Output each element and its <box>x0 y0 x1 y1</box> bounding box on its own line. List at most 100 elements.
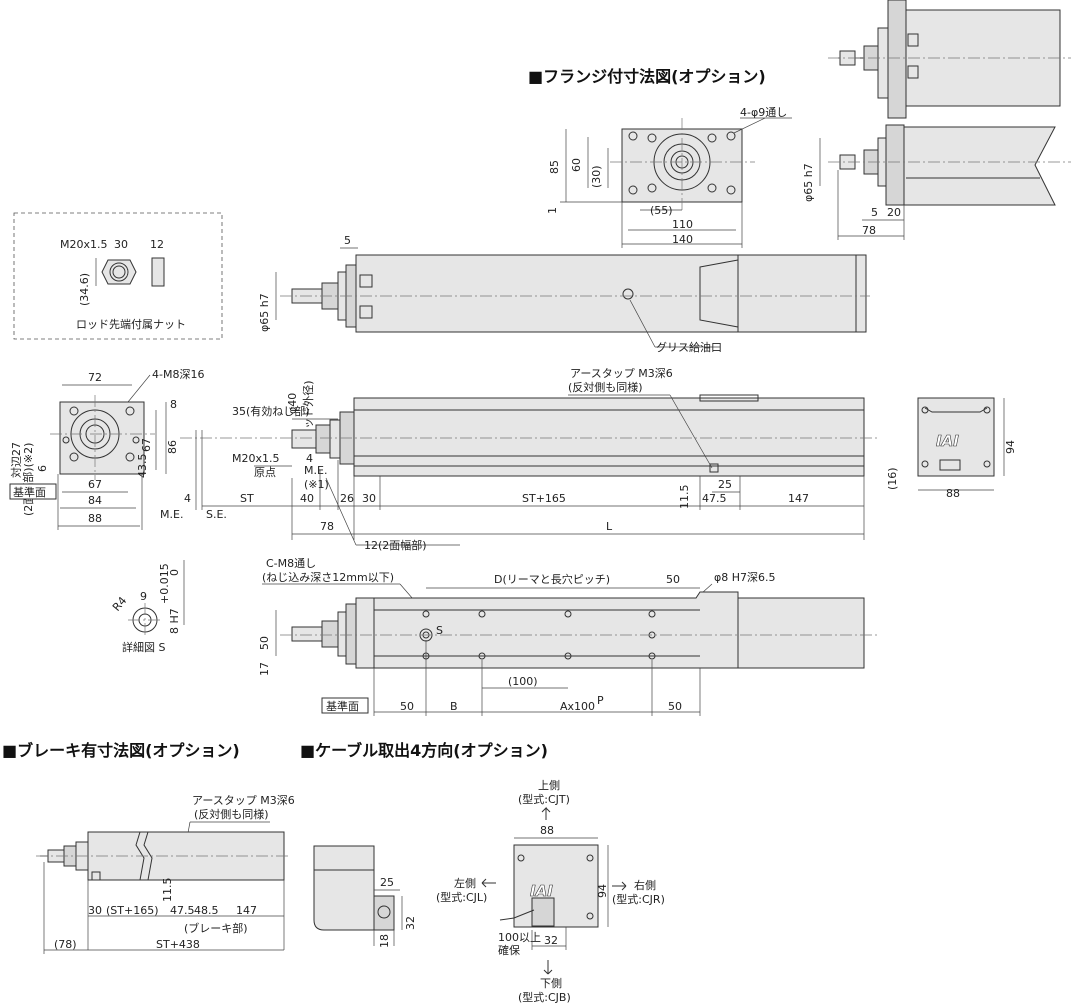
end-view-right: IAI 94 (16) 88 <box>886 397 1017 500</box>
side-dim-30: 30 <box>362 492 376 505</box>
detail-tol-plus: +0.015 <box>158 563 171 604</box>
side-dim-25: 25 <box>718 478 732 491</box>
side-dim-4b: 4 <box>184 492 191 505</box>
side-dim-4: 4 <box>306 452 313 465</box>
side-dim-475: 47.5 <box>702 492 727 505</box>
side-note-1: (※1) <box>304 478 329 491</box>
bottom-dim-50v: 50 <box>258 636 271 650</box>
bottom-holes-note: (ねじ込み深さ12mm以下) <box>262 571 394 584</box>
bottom-datum-label: 基準面 <box>326 699 359 713</box>
brake-dim-st438: ST+438 <box>156 938 200 951</box>
detail-s: +0.015 0 8 H7 9 R4 詳細図 S <box>110 560 185 654</box>
bottom-dim-50b: 50 <box>400 700 414 713</box>
detail-tol-zero: 0 <box>168 569 181 576</box>
detail-caption: 詳細図 S <box>122 640 165 654</box>
right-dim-16: (16) <box>886 467 899 490</box>
flange-dim-20: 20 <box>887 206 901 219</box>
flange-dim-85: 85 <box>548 160 561 174</box>
cable-left-model: (型式:CJL) <box>436 890 487 904</box>
side-dim-L: L <box>606 520 613 533</box>
bottom-dim-50a: 50 <box>666 573 680 586</box>
brake-earth-label: アースタップ M3深6 <box>192 794 295 807</box>
brake-heading: ■ブレーキ有寸法図(オプション) <box>2 741 240 760</box>
cable-bottom-model: (型式:CJB) <box>518 990 571 1004</box>
side-dim-12: 12(2面幅部) <box>364 538 427 552</box>
rod-nut-box: M20x1.5 30 12 (34.6) ロッド先端付属ナット <box>13 212 223 340</box>
cable-left-label: 左側 <box>454 877 476 890</box>
rod-dia-note: (ロッド外径) <box>302 380 315 444</box>
top-view: 5 φ65 h7 グリス給油口 <box>258 234 870 354</box>
flange-dim-140: 140 <box>672 233 693 246</box>
flange-dim-1: 1 <box>546 207 559 214</box>
end-dim-72: 72 <box>88 371 102 384</box>
bottom-dim-100: (100) <box>508 675 538 688</box>
cable-right-label: 右側 <box>634 878 656 892</box>
bottom-pitch-label: D(リーマと長穴ピッチ) <box>494 572 610 586</box>
flange-dim-55: (55) <box>650 204 673 217</box>
cable-right-model: (型式:CJR) <box>612 892 665 906</box>
bottom-dim-17: 17 <box>258 662 271 676</box>
cable-bend-label: 100以上 <box>498 931 541 944</box>
end-view-left: 対辺27 (2面幅部)(※2) 72 4-M8深16 8 67 86 43.5 … <box>9 368 204 530</box>
se-label: S.E. <box>206 508 227 521</box>
flange-section: ■フランジ付寸法図(オプション) 4-φ9通し <box>528 0 1071 248</box>
detail-dim-9: 9 <box>140 590 147 603</box>
brake-earth-note: (反対側も同様) <box>194 807 269 821</box>
cable-bend-note: 確保 <box>498 943 520 957</box>
flange-dim-110: 110 <box>672 218 693 231</box>
side-view: φ40 (ロッド外径) 35(有効ねじ部) アースタップ M3深6 (反対側も同… <box>160 367 880 552</box>
me-label: M.E. <box>160 508 183 521</box>
cable-iai-logo: IAI <box>530 882 553 900</box>
end-dim-67: 67 <box>88 478 102 491</box>
flange-front-view: 4-φ9通し 85 60 (30) 1 (55) 110 140 <box>546 106 792 248</box>
side-thread-label: M20x1.5 <box>232 452 280 465</box>
end-holes-label: 4-M8深16 <box>152 368 204 381</box>
side-dim-26: 26 <box>340 492 354 505</box>
top-dia-65: φ65 h7 <box>258 293 271 332</box>
brake-dim-30: 30 <box>88 904 102 917</box>
side-dim-40: 40 <box>300 492 314 505</box>
bottom-dim-B: B <box>450 700 458 713</box>
cable-dim-88: 88 <box>540 824 554 837</box>
end-dim-67v: 67 <box>140 438 153 452</box>
across-flats-label: 対辺27 <box>9 442 23 478</box>
bottom-pin-label: φ8 H7深6.5 <box>714 571 776 584</box>
rod-dia-label: φ40 <box>286 393 299 414</box>
flange-dim-30: (30) <box>590 165 603 188</box>
bottom-view: C-M8通し (ねじ込み深さ12mm以下) D(リーマと長穴ピッチ) 50 φ8… <box>258 557 880 716</box>
brake-end-dim-18: 18 <box>378 934 391 948</box>
iai-logo: IAI <box>936 432 959 450</box>
bottom-dim-50c: 50 <box>668 700 682 713</box>
flange-heading: ■フランジ付寸法図(オプション) <box>528 67 766 86</box>
flange-dim-5: 5 <box>871 206 878 219</box>
cable-section: ■ケーブル取出4方向(オプション) 上側 (型式:CJT) 88 IAI 左側 … <box>300 741 665 1004</box>
brake-part-label: (ブレーキ部) <box>184 921 248 935</box>
bottom-holes-label: C-M8通し <box>266 557 316 570</box>
end-dim-8: 8 <box>170 398 177 411</box>
cable-dim-94: 94 <box>596 884 609 898</box>
bottom-s-mark: S <box>436 624 443 637</box>
brake-end-dim-32: 32 <box>404 916 417 930</box>
cable-dim-32: 32 <box>544 934 558 947</box>
cable-top-model: (型式:CJT) <box>518 792 570 806</box>
side-dim-147: 147 <box>788 492 809 505</box>
origin-label: 原点 <box>254 466 276 479</box>
brake-dim-78: (78) <box>54 938 77 951</box>
end-dim-435: 43.5 <box>136 454 149 479</box>
flange-dim-60: 60 <box>570 158 583 172</box>
cable-bottom-label: 下側 <box>540 977 562 990</box>
nut-thread-label: M20x1.5 <box>60 238 108 251</box>
side-dim-115: 11.5 <box>678 485 691 510</box>
thread-length-label: 35(有効ねじ部) <box>232 404 310 418</box>
flange-side-view: φ65 h7 5 20 78 <box>802 124 1071 240</box>
brake-dim-st165: (ST+165) <box>106 904 159 917</box>
cable-top-label: 上側 <box>538 779 560 792</box>
end-datum-label: 基準面 <box>13 485 46 499</box>
grease-label: グリス給油口 <box>656 340 722 354</box>
brake-section: ■ブレーキ有寸法図(オプション) アースタップ M3深6 (反対側も同様) 11… <box>2 741 417 954</box>
nut-dim-346: (34.6) <box>78 273 91 306</box>
flange-top-partial <box>828 0 1071 119</box>
brake-end-dim-25: 25 <box>380 876 394 889</box>
detail-r4: R4 <box>110 594 129 614</box>
